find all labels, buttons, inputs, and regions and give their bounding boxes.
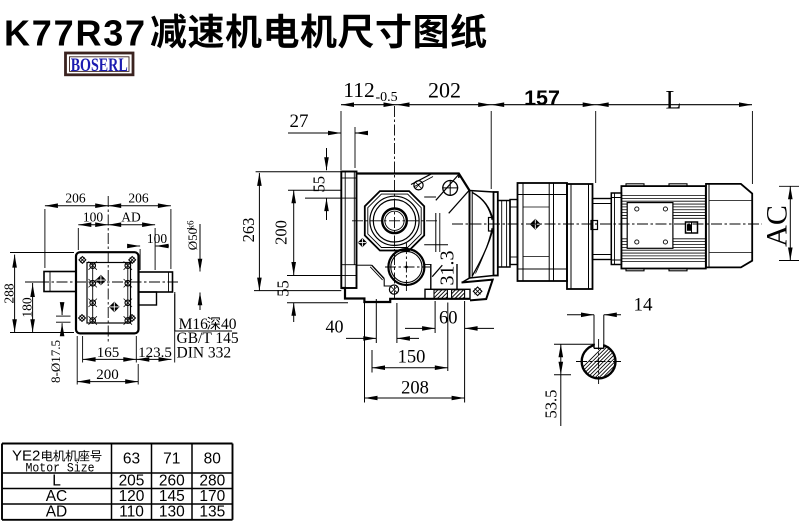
svg-text:55: 55: [274, 280, 293, 297]
svg-text:AC: AC: [46, 488, 68, 505]
svg-text:-0.5: -0.5: [376, 90, 398, 105]
svg-text:AD: AD: [46, 503, 68, 520]
svg-text:205: 205: [119, 473, 145, 490]
svg-text:112: 112: [343, 78, 374, 102]
svg-text:BOSERL: BOSERL: [71, 55, 128, 76]
svg-text:165: 165: [97, 345, 120, 361]
svg-text:208: 208: [401, 379, 429, 399]
svg-text:71: 71: [163, 451, 180, 468]
svg-text:206: 206: [65, 191, 86, 206]
svg-text:YE2: YE2: [12, 448, 40, 465]
svg-text:260: 260: [159, 473, 185, 490]
svg-text:200: 200: [272, 220, 291, 245]
svg-text:135: 135: [199, 503, 225, 520]
svg-text:288: 288: [1, 283, 16, 304]
svg-text:280: 280: [199, 473, 225, 490]
svg-text:100: 100: [147, 231, 168, 246]
svg-text:123.5: 123.5: [138, 345, 172, 361]
svg-text:AC: AC: [761, 205, 794, 247]
svg-text:k6: k6: [186, 220, 196, 230]
svg-text:L: L: [666, 86, 682, 115]
svg-text:M16: M16: [179, 316, 209, 333]
svg-text:150: 150: [398, 348, 426, 368]
svg-text:14: 14: [634, 295, 654, 316]
svg-text:AD: AD: [121, 210, 141, 225]
svg-text:100: 100: [83, 210, 104, 225]
svg-text:200: 200: [96, 367, 119, 383]
svg-text:120: 120: [119, 488, 145, 505]
svg-text:55: 55: [310, 176, 329, 193]
svg-text:130: 130: [159, 503, 185, 520]
svg-text:180: 180: [20, 297, 35, 318]
svg-text:Ø50: Ø50: [185, 228, 200, 250]
svg-text:27: 27: [290, 111, 309, 132]
svg-text:Motor Size: Motor Size: [26, 461, 95, 476]
svg-text:157: 157: [524, 86, 560, 110]
svg-text:80: 80: [204, 451, 222, 468]
svg-text:170: 170: [199, 488, 225, 505]
svg-text:63: 63: [123, 451, 140, 468]
svg-text:GB/T 145: GB/T 145: [177, 330, 239, 347]
svg-text:40: 40: [326, 317, 344, 337]
svg-text:206: 206: [128, 191, 149, 206]
svg-text:40: 40: [221, 316, 237, 333]
svg-text:263: 263: [239, 218, 258, 243]
svg-text:K77R37: K77R37: [4, 13, 147, 54]
svg-text:DIN 332: DIN 332: [177, 344, 232, 361]
svg-text:145: 145: [159, 488, 185, 505]
svg-text:31.3: 31.3: [437, 251, 459, 286]
svg-text:8-Ø17.5: 8-Ø17.5: [48, 340, 63, 383]
svg-text:202: 202: [428, 78, 461, 103]
svg-text:110: 110: [119, 503, 144, 520]
svg-text:53.5: 53.5: [542, 390, 561, 419]
svg-text:L: L: [52, 472, 61, 489]
